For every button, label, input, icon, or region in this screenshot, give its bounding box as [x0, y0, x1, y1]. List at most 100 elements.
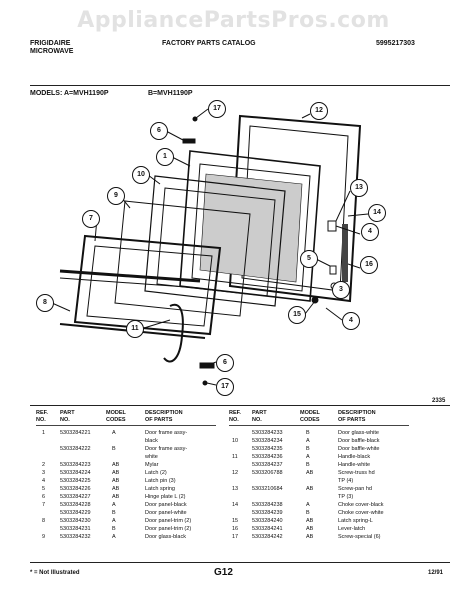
table-cell: A — [306, 502, 310, 508]
col-of-parts-right: OF PARTS — [338, 417, 366, 423]
table-cell: AB — [112, 478, 120, 484]
table-cell: 9 — [42, 534, 46, 540]
header-underline-left — [36, 425, 216, 426]
table-cell: 5303284231 — [60, 526, 91, 532]
table-cell: 5303284232 — [60, 534, 91, 540]
table-cell: 3 — [42, 470, 46, 476]
table-cell: 5303284234 — [252, 438, 283, 444]
catalog-title: FACTORY PARTS CATALOG — [162, 40, 256, 47]
table-cell: TP (3) — [338, 494, 354, 500]
table-cell: A — [112, 518, 116, 524]
table-cell: Choke cover-white — [338, 510, 384, 516]
col-part-no: NO. — [60, 417, 70, 423]
col-ref-right: REF. — [229, 410, 241, 416]
col-ref-no-right: NO. — [229, 417, 239, 423]
table-cell: 17 — [232, 534, 239, 540]
col-description-right: DESCRIPTION — [338, 410, 376, 416]
table-cell: AB — [112, 462, 120, 468]
table-cell: Latch pin (3) — [145, 478, 176, 484]
table-cell: Door panel-trim (2) — [145, 526, 192, 532]
table-cell: 5303284240 — [252, 518, 283, 524]
table-cell: 10 — [232, 438, 239, 444]
callout-17-bottom: 17 — [216, 378, 234, 396]
footer-date: 12/91 — [428, 570, 444, 576]
table-cell: B — [306, 462, 310, 468]
callout-4-lower: 4 — [342, 312, 360, 330]
table-cell: A — [306, 454, 310, 460]
table-cell: Door panel-white — [145, 510, 187, 516]
table-cell: AB — [112, 470, 120, 476]
callout-12: 12 — [310, 102, 328, 120]
table-cell: 5303284233 — [252, 430, 283, 436]
table-cell: Mylar — [145, 462, 159, 468]
table-cell: Hinge plate L (2) — [145, 494, 186, 500]
exploded-diagram: 17 12 6 1 10 9 7 13 14 4 5 16 3 8 15 4 1… — [30, 96, 450, 396]
table-cell: AB — [306, 486, 314, 492]
table-cell: 1 — [42, 430, 46, 436]
table-cell: 5303284223 — [60, 462, 91, 468]
table-cell: white — [145, 454, 158, 460]
col-model: MODEL — [106, 410, 126, 416]
table-cell: 5303284242 — [252, 534, 283, 540]
table-cell: A — [112, 534, 116, 540]
table-cell: 5303206788 — [252, 470, 283, 476]
footer-note: * = Not Illustrated — [30, 570, 80, 576]
callout-11: 11 — [126, 320, 144, 338]
table-cell: 5303210684 — [252, 486, 283, 492]
table-cell: B — [112, 446, 116, 452]
table-cell: AB — [306, 526, 314, 532]
col-codes: CODES — [106, 417, 126, 423]
table-cell: 5303284239 — [252, 510, 283, 516]
table-cell: 5303284237 — [252, 462, 283, 468]
table-cell: TP (4) — [338, 478, 354, 484]
table-cell: Handle-black — [338, 454, 371, 460]
col-codes-right: CODES — [300, 417, 320, 423]
table-cell: Screw-truss hd — [338, 470, 375, 476]
page-number: G12 — [214, 567, 233, 578]
brand-line-1: FRIGIDAIRE — [30, 40, 71, 47]
table-cell: B — [306, 430, 310, 436]
table-cell: 5 — [42, 486, 46, 492]
table-cell: Latch spring — [145, 486, 175, 492]
table-cell: AB — [112, 494, 120, 500]
col-model-right: MODEL — [300, 410, 320, 416]
header-underline-right — [229, 425, 409, 426]
table-cell: A — [112, 502, 116, 508]
table-cell: 5303284226 — [60, 486, 91, 492]
table-cell: B — [112, 510, 116, 516]
table-cell: AB — [306, 518, 314, 524]
table-cell: Choke cover-black — [338, 502, 384, 508]
table-cell: 7 — [42, 502, 46, 508]
table-cell: 14 — [232, 502, 239, 508]
table-cell: AB — [306, 470, 314, 476]
table-cell: 5303284241 — [252, 526, 283, 532]
footer-rule — [30, 562, 450, 563]
table-cell: AB — [306, 534, 314, 540]
callout-6-bottom: 6 — [216, 354, 234, 372]
table-cell: 5303284230 — [60, 518, 91, 524]
table-cell: Screw-pan hd — [338, 486, 372, 492]
catalog-number: 5995217303 — [376, 40, 415, 47]
col-part-no-right: NO. — [252, 417, 262, 423]
col-description: DESCRIPTION — [145, 410, 183, 416]
table-cell: B — [306, 446, 310, 452]
table-cell: Latch (2) — [145, 470, 167, 476]
table-cell: Lever-latch — [338, 526, 366, 532]
header-rule — [30, 85, 450, 86]
table-cell: AB — [112, 486, 120, 492]
table-cell: Door baffle-black — [338, 438, 380, 444]
table-cell: Door glass-white — [338, 430, 379, 436]
callout-10: 10 — [132, 166, 150, 184]
diagram-number: 2335 — [432, 398, 446, 404]
col-of-parts: OF PARTS — [145, 417, 173, 423]
callout-8: 8 — [36, 294, 54, 312]
callout-7: 7 — [82, 210, 100, 228]
callout-5: 5 — [300, 250, 318, 268]
watermark: AppliancePartsPros.com — [77, 8, 390, 33]
table-cell: 13 — [232, 486, 239, 492]
table-cell: 6 — [42, 494, 46, 500]
table-cell: Door panel-black — [145, 502, 187, 508]
table-cell: Door baffle-white — [338, 446, 380, 452]
table-cell: 5303284238 — [252, 502, 283, 508]
table-cell: 4 — [42, 478, 46, 484]
